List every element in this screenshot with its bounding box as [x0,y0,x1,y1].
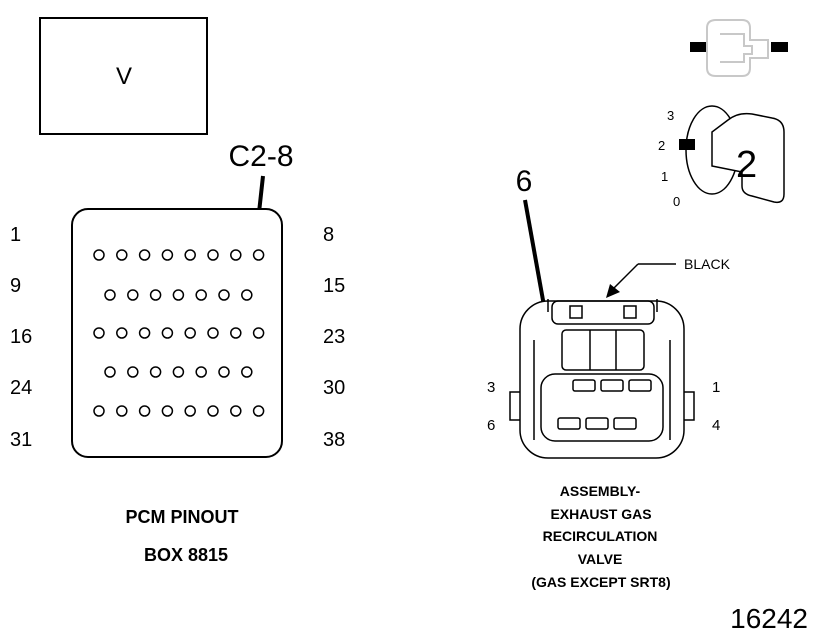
key-position-diagram: 3 2 1 0 2 [658,105,785,209]
egr-pin-label: 4 [712,417,720,434]
figure-number: 16242 [730,603,808,634]
pin-label-right: 38 [323,429,345,451]
pcm-pin [230,249,242,261]
egr-caption-line: (GAS EXCEPT SRT8) [531,574,670,590]
pcm-pin [149,289,162,301]
key-position-label: 0 [673,194,680,209]
pcm-pin [161,405,174,417]
pcm-pin-grid [93,249,265,417]
pcm-pin [207,249,219,261]
pcm-pin [138,405,151,417]
egr-color-leader [606,263,676,298]
pcm-pin [184,405,196,417]
egr-caption-line: RECIRCULATION [543,528,658,544]
key-position-label: 2 [658,138,665,153]
pin-label-left: 9 [10,275,21,297]
pin-label-left: 24 [10,377,32,399]
key-position-label: 3 [667,108,674,123]
pin-label-left: 16 [10,326,32,348]
key-position-marker [679,139,695,150]
pcm-pin [207,405,219,417]
key-icon [690,19,788,77]
pcm-pin [161,249,174,261]
pcm-pin [104,366,116,378]
pin-label-right: 23 [323,326,345,348]
pcm-pin [252,327,265,339]
egr-color-label: BLACK [684,256,731,272]
pcm-pin [172,289,185,301]
pcm-pin [116,327,128,339]
pcm-pin [195,366,207,378]
pcm-pin [127,289,139,301]
pcm-pin [104,289,116,301]
pcm-pin [93,327,105,339]
egr-pin-row-bottom [557,417,637,430]
pcm-pin [93,405,105,417]
egr-callout: 6 [516,165,533,198]
pin-label-left: 1 [10,224,21,246]
key-big-number: 2 [736,144,757,186]
pcm-connector-body [71,208,283,458]
pcm-caption-line1: PCM PINOUT [125,507,238,527]
pcm-caption-line2: BOX 8815 [144,545,228,565]
pcm-pin-highlighted [252,249,265,261]
egr-caption-line: VALVE [578,551,623,567]
egr-connector-body [509,299,695,459]
pcm-pin [230,405,242,417]
egr-caption-line: ASSEMBLY- [560,483,641,499]
pcm-pin [172,366,185,378]
egr-pin-label: 6 [487,417,495,434]
pcm-pin [161,327,174,339]
pin-label-right: 15 [323,275,345,297]
pcm-left-labels: 1 9 16 24 31 [10,224,32,451]
pcm-pin [149,366,162,378]
egr-pin-row-top [572,379,652,392]
pcm-pin [138,327,151,339]
pcm-pin [93,249,105,261]
pcm-pin [241,289,253,301]
box-v-letter: V [116,63,132,90]
pcm-pin [230,327,242,339]
pcm-pin [207,327,219,339]
pcm-pin [116,249,128,261]
pcm-pin [195,289,207,301]
pcm-right-labels: 8 15 23 30 38 [323,224,345,451]
pcm-pin [138,249,151,261]
pcm-pin [184,327,196,339]
egr-caption: ASSEMBLY- EXHAUST GAS RECIRCULATION VALV… [531,483,670,590]
key-position-label: 1 [661,169,668,184]
pin-label-right: 8 [323,224,334,246]
pcm-pin [218,366,230,378]
egr-caption-line: EXHAUST GAS [550,506,651,522]
pcm-pin [184,249,196,261]
egr-pin-label: 3 [487,379,495,396]
pcm-pin [116,405,128,417]
pcm-callout: C2-8 [228,140,293,173]
pcm-pin [252,405,265,417]
pcm-pin [218,289,230,301]
pin-label-right: 30 [323,377,345,399]
pcm-pin [127,366,139,378]
pcm-pin [241,366,253,378]
box-v [39,17,208,135]
pin-label-left: 31 [10,429,32,451]
egr-pin-label: 1 [712,379,720,396]
